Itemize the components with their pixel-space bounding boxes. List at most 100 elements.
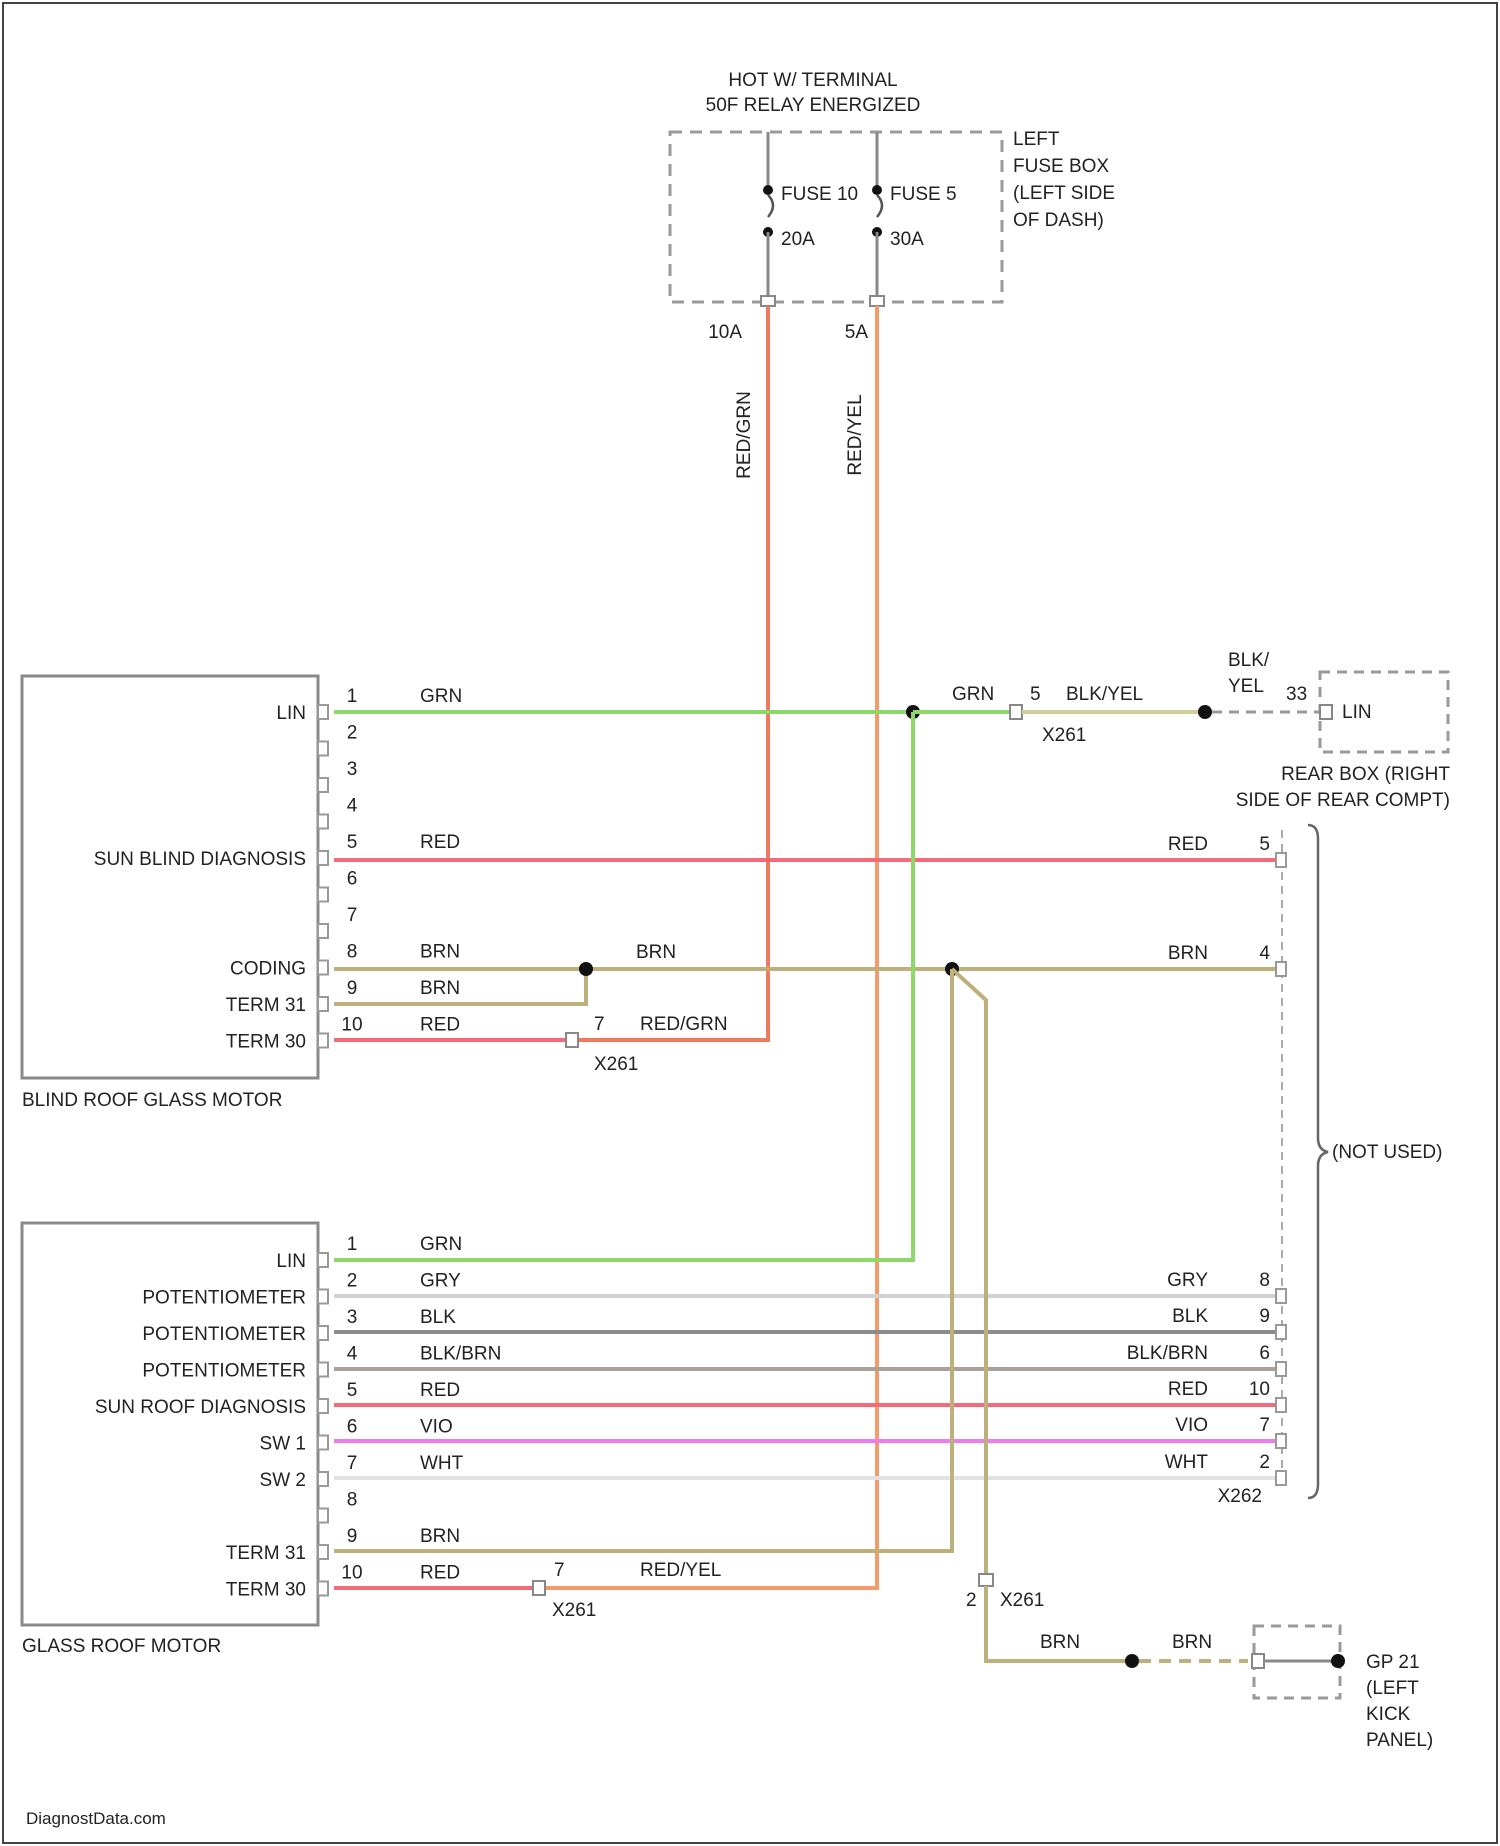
glass_motor-pin-9-terminal (318, 1545, 328, 1559)
glass_motor-pin-7-number: 7 (347, 1453, 358, 1474)
glass_motor-pin-4-label: POTENTIOMETER (142, 1361, 306, 1382)
ground-connector (1252, 1654, 1264, 1668)
x262-row-wire: GRY (1167, 1270, 1208, 1291)
ground-label-1: GP 21 (1366, 1652, 1420, 1673)
x261-blind-pin: 7 (594, 1014, 605, 1035)
glass_motor-pin-5-label: SUN ROOF DIAGNOSIS (95, 1397, 306, 1418)
lin-link-connector: X261 (1042, 725, 1086, 746)
fuse-5-name: FUSE 5 (890, 184, 957, 205)
x261-lin-connector (1010, 705, 1022, 719)
blind_motor-pin-5-label: SUN BLIND DIAGNOSIS (94, 849, 306, 870)
x262-pin-2-terminal (1276, 1471, 1286, 1485)
fuse-box-label-4: OF DASH) (1013, 210, 1104, 231)
x262-row-wire: VIO (1175, 1415, 1208, 1436)
glass_motor-pin-4-number: 4 (347, 1344, 358, 1365)
rear-box-outline (1320, 672, 1448, 752)
glass_motor-pin-10-number: 10 (341, 1563, 362, 1584)
glass_motor-pin-1-number: 1 (347, 1234, 358, 1255)
glass_motor-pin-5-terminal (318, 1399, 328, 1413)
blind_motor-pin-2-terminal (318, 742, 328, 756)
glass_motor-pin-10-label: TERM 30 (226, 1580, 306, 1601)
x262-row-wire: WHT (1165, 1452, 1209, 1473)
blind_motor-pin-5-number: 5 (347, 832, 358, 853)
glass_motor-pin-3-terminal (318, 1326, 328, 1340)
x261-glass-pin: 7 (554, 1560, 565, 1581)
blind_motor-pin-10-wire: RED (420, 1015, 460, 1036)
blind_motor-pin-7-terminal (318, 924, 328, 938)
blind_motor-pin-10-terminal (318, 1034, 328, 1048)
x262-pin-9-terminal (1276, 1325, 1286, 1339)
x262-row-wire: RED (1168, 834, 1208, 855)
blind_motor-pin-3-terminal (318, 778, 328, 792)
not-used-label: (NOT USED) (1332, 1142, 1442, 1163)
blind_motor-pin-1-number: 1 (347, 686, 358, 707)
ground-pin: 2 (966, 1590, 977, 1611)
glass_motor-pin-2-terminal (318, 1290, 328, 1304)
blind_motor-pin-6-number: 6 (347, 869, 358, 890)
blind_motor-pin-4-number: 4 (347, 796, 358, 817)
hot-line-1: HOT W/ TERMINAL (728, 70, 897, 91)
glass-motor-title: GLASS ROOF MOTOR (22, 1636, 221, 1657)
glass_motor-pin-2-label: POTENTIOMETER (142, 1288, 306, 1309)
fuse-box-label-3: (LEFT SIDE (1013, 183, 1115, 204)
x262-pin-7-terminal (1276, 1434, 1286, 1448)
glass_motor-pin-5-wire: RED (420, 1380, 460, 1401)
glass_motor-pin-1-wire: GRN (420, 1234, 462, 1255)
glass_motor-pin-1-terminal (318, 1253, 328, 1267)
x262-row-wire: RED (1168, 1379, 1208, 1400)
x262-row-pin: 2 (1259, 1452, 1270, 1473)
fuse-5: FUSE 5 30A 5A (845, 132, 957, 343)
glass_motor-pin-2-number: 2 (347, 1271, 358, 1292)
x262-row-wire: BRN (1168, 943, 1208, 964)
glass_motor-pin-6-number: 6 (347, 1417, 358, 1438)
fuse-10-name: FUSE 10 (781, 184, 858, 205)
glass_motor-pin-4-wire: BLK/BRN (420, 1344, 501, 1365)
blind_motor-pin-1-terminal (318, 705, 328, 719)
x262-label: X262 (1218, 1486, 1262, 1507)
ground-label-4: PANEL) (1366, 1730, 1433, 1751)
glass_motor-pin-2-wire: GRY (420, 1271, 461, 1292)
blind_motor-pin-10-label: TERM 30 (226, 1032, 306, 1053)
x262-pin-5-terminal (1276, 853, 1286, 867)
not-used-brace (1308, 825, 1328, 1498)
ground-point-gp21 (1331, 1654, 1345, 1668)
x262-row-wire: BLK/BRN (1127, 1343, 1208, 1364)
splice-rear (1198, 705, 1212, 719)
blind_motor-pin-10-number: 10 (341, 1015, 362, 1036)
blind_motor-pin-5-terminal (318, 851, 328, 865)
wire-label-red-yel: RED/YEL (845, 394, 866, 475)
x261-blind-label: X261 (594, 1054, 638, 1075)
blind_motor-pin-8-number: 8 (347, 942, 358, 963)
glass_motor-pin-10-wire: RED (420, 1563, 460, 1584)
blind_motor-pin-1-label: LIN (276, 703, 306, 724)
x262-row-pin: 9 (1259, 1306, 1270, 1327)
rear-wire-top: BLK/ (1228, 650, 1270, 671)
watermark: DiagnostData.com (26, 1809, 166, 1828)
rear-box-label-1: REAR BOX (RIGHT (1281, 764, 1450, 785)
blind_motor-pin-2-number: 2 (347, 723, 358, 744)
x262-row-wire: BLK (1172, 1306, 1208, 1327)
blind-motor-title: BLIND ROOF GLASS MOTOR (22, 1090, 282, 1111)
glass_motor-pin-7-label: SW 2 (260, 1470, 306, 1491)
blind_motor-pin-5-wire: RED (420, 832, 460, 853)
glass-motor-box (22, 1223, 318, 1625)
ground-label-3: KICK (1366, 1704, 1411, 1725)
blind_motor-pin-8-terminal (318, 961, 328, 975)
lin-link-wire2: BLK/YEL (1066, 684, 1143, 705)
glass_motor-pin-7-wire: WHT (420, 1453, 464, 1474)
blind_motor-pin-1-wire: GRN (420, 686, 462, 707)
x261-blind-connector (566, 1033, 578, 1047)
rear-box-connector (1320, 705, 1332, 719)
glass_motor-pin-9-number: 9 (347, 1526, 358, 1547)
glass_motor-pin-1-label: LIN (276, 1251, 306, 1272)
ground-wire-2: BRN (1172, 1632, 1212, 1653)
glass_motor-pin-9-wire: BRN (420, 1526, 460, 1547)
wire-label-red-grn: RED/GRN (734, 391, 755, 479)
fuse-10: FUSE 10 20A 10A (708, 132, 858, 343)
x262-pin-6-terminal (1276, 1362, 1286, 1376)
brn-mid-label: BRN (636, 942, 676, 963)
x262-pin-10-terminal (1276, 1398, 1286, 1412)
fuse-5-out: 5A (845, 322, 869, 343)
glass_motor-pin-8-number: 8 (347, 1490, 358, 1511)
